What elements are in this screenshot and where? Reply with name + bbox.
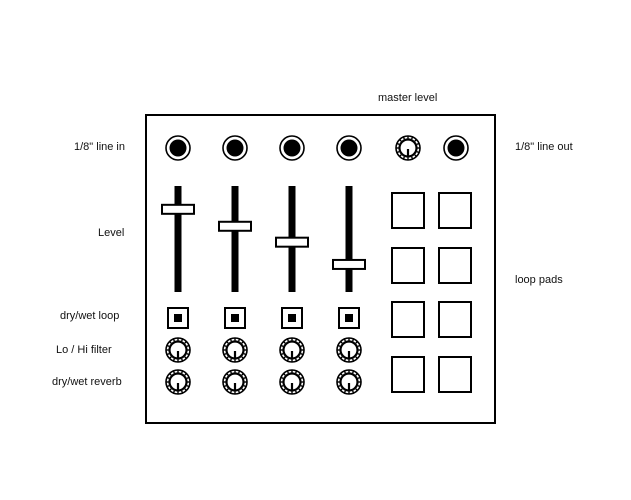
fader-handle-1[interactable] [161, 203, 195, 215]
loop-pad-3-2[interactable] [438, 301, 472, 338]
dry-wet-reverb-knob-4[interactable] [336, 369, 362, 395]
line-in-jack-1[interactable] [165, 135, 191, 161]
dry-wet-reverb-knob-1[interactable] [165, 369, 191, 395]
loop-pad-2-1[interactable] [391, 247, 425, 284]
loop-pad-1-1[interactable] [391, 192, 425, 229]
loop-pad-3-1[interactable] [391, 301, 425, 338]
loop-pad-4-2[interactable] [438, 356, 472, 393]
fader-track-2 [231, 186, 239, 292]
master-level-label: master level [378, 92, 438, 104]
fader-handle-4[interactable] [332, 258, 366, 270]
line-in-jack-3[interactable] [279, 135, 305, 161]
fader-track-1 [174, 186, 182, 292]
dry-wet-loop-toggle-4[interactable] [338, 307, 360, 329]
lo-hi-filter-label: Lo / Hi filter [56, 344, 112, 356]
fader-track-4 [345, 186, 353, 292]
line-in-label: 1/8" line in [74, 141, 125, 153]
line-in-jack-4[interactable] [336, 135, 362, 161]
dry-wet-loop-toggle-3[interactable] [281, 307, 303, 329]
loop-pad-4-1[interactable] [391, 356, 425, 393]
fader-handle-3[interactable] [275, 236, 309, 248]
dry-wet-reverb-label: dry/wet reverb [52, 376, 122, 388]
level-label: Level [98, 227, 125, 239]
lo-hi-filter-knob-1[interactable] [165, 337, 191, 363]
dry-wet-loop-label: dry/wet loop [60, 310, 120, 322]
line-out-label: 1/8" line out [515, 141, 573, 153]
lo-hi-filter-knob-4[interactable] [336, 337, 362, 363]
loop-pad-1-2[interactable] [438, 192, 472, 229]
lo-hi-filter-knob-2[interactable] [222, 337, 248, 363]
dry-wet-reverb-knob-2[interactable] [222, 369, 248, 395]
line-in-jack-2[interactable] [222, 135, 248, 161]
loop-pads-label: loop pads [515, 274, 563, 286]
dry-wet-loop-toggle-2[interactable] [224, 307, 246, 329]
dry-wet-loop-toggle-1[interactable] [167, 307, 189, 329]
line-out-jack[interactable] [443, 135, 469, 161]
loop-pad-2-2[interactable] [438, 247, 472, 284]
master-level-knob[interactable] [395, 135, 421, 161]
lo-hi-filter-knob-3[interactable] [279, 337, 305, 363]
dry-wet-reverb-knob-3[interactable] [279, 369, 305, 395]
fader-handle-2[interactable] [218, 220, 252, 232]
device-panel [145, 114, 496, 424]
